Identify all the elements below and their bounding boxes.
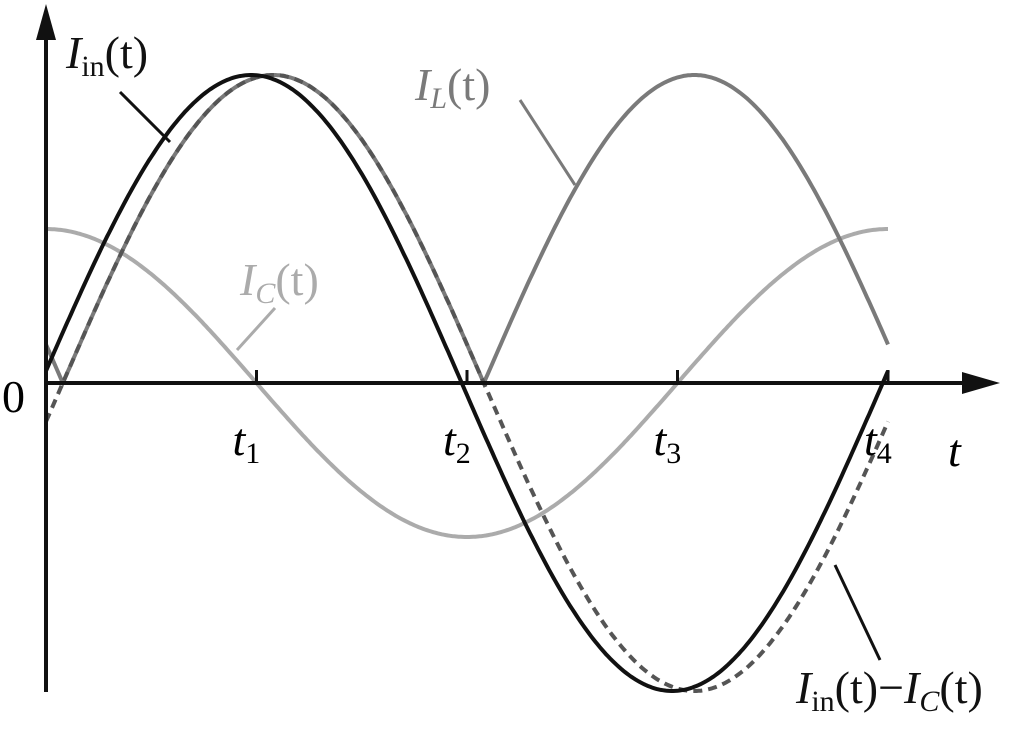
series-i-in-t-i-c-t bbox=[44, 73, 890, 693]
origin-label: 0 bbox=[2, 371, 25, 422]
x-tick-label-sub: 4 bbox=[877, 437, 892, 470]
x-tick-label-sub: 1 bbox=[245, 437, 260, 470]
y-axis-arrow bbox=[36, 4, 56, 40]
x-tick-label-2: t2 bbox=[443, 414, 471, 470]
ic-leader bbox=[235, 306, 277, 352]
x-tick-label-sub: 3 bbox=[666, 437, 681, 470]
il-leader bbox=[518, 99, 577, 186]
iin-leader bbox=[118, 90, 172, 144]
series-i-c-t bbox=[46, 227, 888, 539]
diff-label-sub1: in bbox=[811, 685, 834, 718]
x-tick-label-main: t bbox=[864, 414, 878, 465]
x-tick-label-main: t bbox=[233, 414, 247, 465]
diff-label-mid: (t)− bbox=[835, 662, 904, 713]
diff-leader bbox=[833, 564, 882, 661]
series-i-l-t bbox=[44, 73, 890, 388]
ic-label: IC(t) bbox=[239, 254, 319, 310]
iin-label-main: I bbox=[65, 27, 84, 78]
x-axis-label: t bbox=[948, 425, 962, 476]
iin-label-tail: (t) bbox=[105, 27, 148, 78]
ic-label-sub: C bbox=[255, 277, 276, 310]
diff-label-main2: I bbox=[903, 662, 922, 713]
diff-label-tail: (t) bbox=[939, 662, 982, 713]
x-tick-label-3: t3 bbox=[654, 414, 682, 470]
diff-label-sub2: C bbox=[919, 685, 940, 718]
il-label-main: I bbox=[414, 59, 433, 110]
x-tick-label-main: t bbox=[443, 414, 457, 465]
x-tick-label-sub: 2 bbox=[456, 437, 471, 470]
iin-label-sub: in bbox=[81, 50, 104, 83]
ic-label-tail: (t) bbox=[275, 254, 318, 305]
x-tick-label-4: t4 bbox=[864, 414, 892, 470]
iin-label: Iin(t) bbox=[65, 27, 148, 83]
il-label: IL(t) bbox=[414, 59, 490, 115]
diff-label-main1: I bbox=[795, 662, 814, 713]
ic-label-main: I bbox=[239, 254, 258, 305]
x-tick-label-main: t bbox=[654, 414, 668, 465]
x-tick-label-1: t1 bbox=[233, 414, 261, 470]
il-label-tail: (t) bbox=[447, 59, 490, 110]
series-i-in-t bbox=[44, 73, 890, 693]
diff-label: Iin(t)−IC(t) bbox=[795, 662, 983, 718]
curves-group bbox=[44, 73, 890, 693]
il-label-sub: L bbox=[429, 82, 447, 115]
x-axis-arrow bbox=[962, 372, 1000, 394]
